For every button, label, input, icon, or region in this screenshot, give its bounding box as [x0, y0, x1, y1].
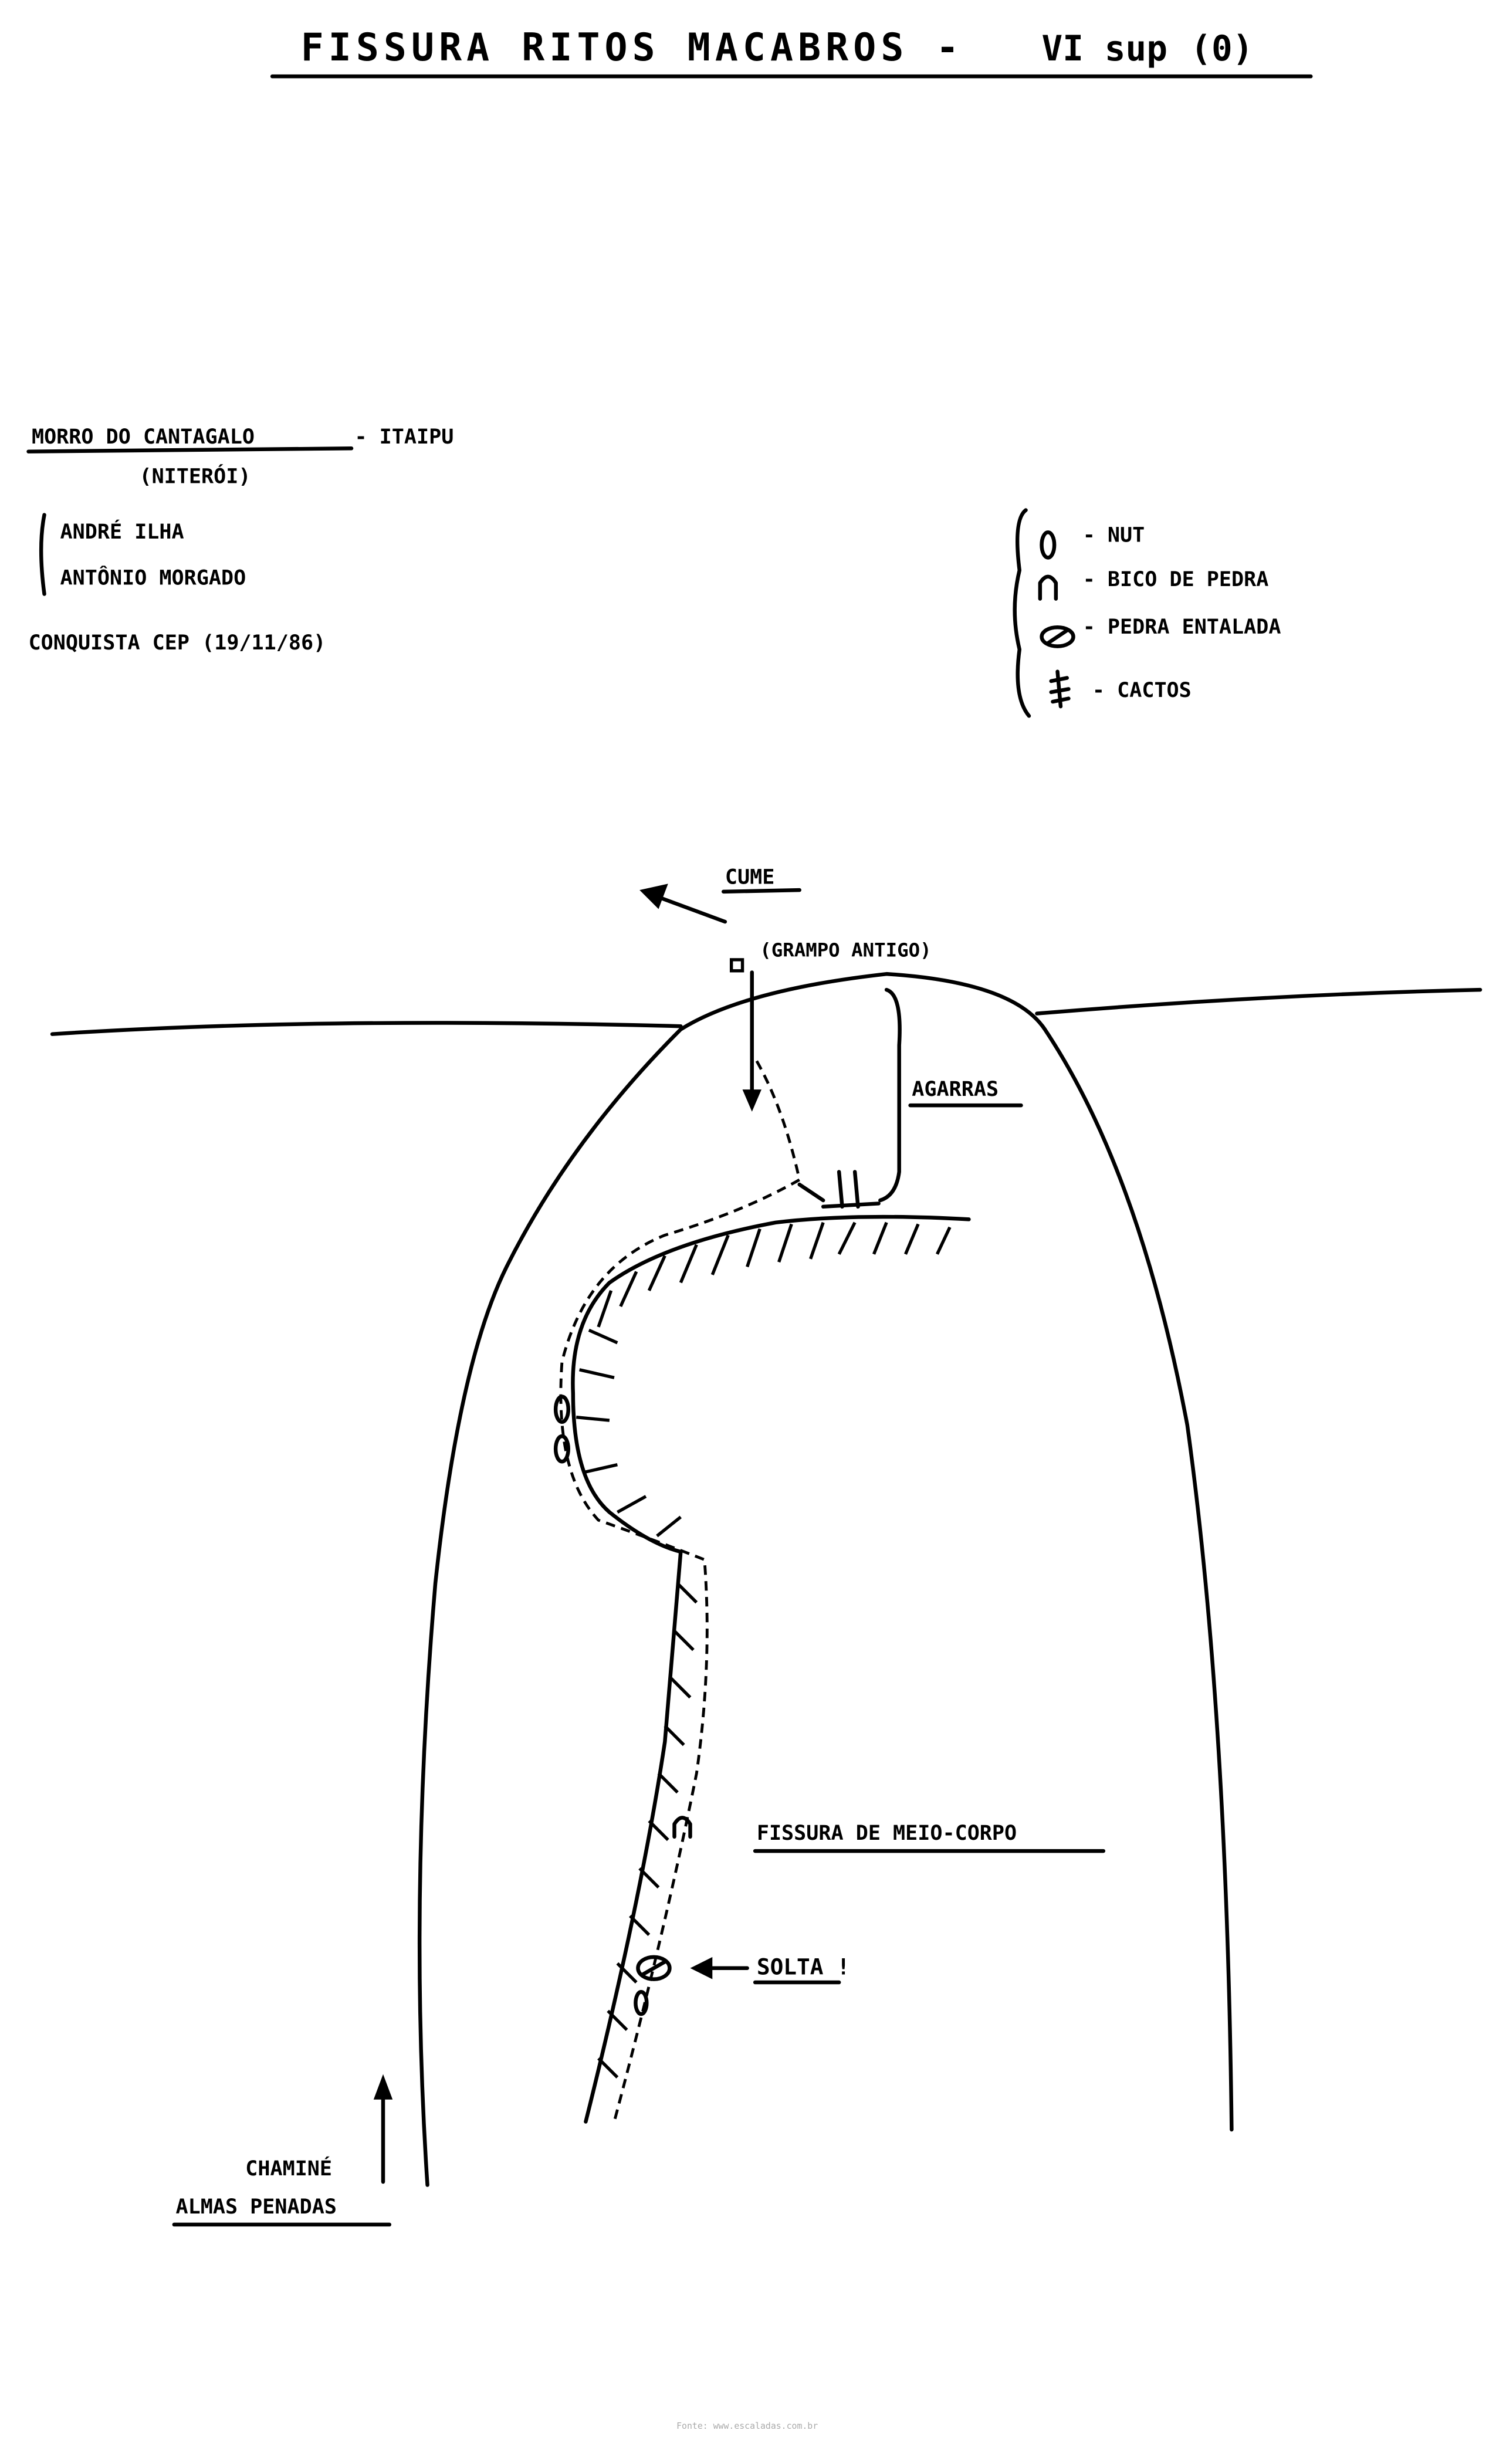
- legend-chockstone: - PEDRA ENTALADA: [1083, 615, 1281, 639]
- rock-horn-icon: [672, 1816, 692, 1839]
- chimney-label-2: ALMAS PENADAS: [176, 2195, 337, 2219]
- climber-2: ANTÔNIO MORGADO: [60, 565, 246, 590]
- nut-icon: [634, 1990, 649, 2016]
- summit-arrow: [650, 893, 727, 924]
- chimney-arrowhead-icon: [373, 2074, 393, 2100]
- legend-nut: - NUT: [1083, 523, 1145, 547]
- horizon-left: [50, 1021, 683, 1036]
- route-grade: VI sup: [1042, 28, 1167, 69]
- holds-label: AGARRAS: [912, 1077, 999, 1101]
- location-underline: [26, 446, 354, 453]
- rock-horn-icon: [1038, 574, 1058, 601]
- old-bolt-label: (GRAMPO ANTIGO): [760, 939, 931, 961]
- ledge-crack: [571, 1214, 971, 1554]
- legend-cactus: - CACTOS: [1092, 678, 1192, 702]
- old-bolt-icon: [729, 958, 744, 973]
- holds-bracket: [878, 987, 902, 1203]
- source-footer: Fonte: www.escaladas.com.br: [676, 2421, 818, 2431]
- climber-1: ANDRÉ ILHA: [60, 519, 184, 544]
- summit-underline: [721, 888, 801, 894]
- cactus-cluster-icon: [797, 1170, 881, 1209]
- chockstone-icon: [1040, 625, 1075, 648]
- summit-arrowhead-icon: [639, 884, 668, 909]
- chockstone-icon-stripe: [641, 1959, 667, 1976]
- first-ascent: CONQUISTA CEP (19/11/86): [29, 631, 326, 655]
- crack-label: FISSURA DE MEIO-CORPO: [757, 1821, 1017, 1845]
- city: (NITERÓI): [139, 464, 251, 489]
- nut-icon: [553, 1434, 570, 1464]
- chimney-label-1: CHAMINÉ: [245, 2156, 332, 2181]
- legend-rock-horn: - BICO DE PEDRA: [1083, 567, 1269, 591]
- loose-label: SOLTA !: [757, 1954, 850, 1980]
- nut-icon: [553, 1395, 570, 1424]
- climbers-bracket: [39, 513, 46, 596]
- location-suffix: - ITAIPU: [354, 425, 453, 449]
- chockstone-icon: [636, 1955, 672, 1981]
- cactus-icon: [1049, 669, 1071, 709]
- ledge-hatching: [576, 1221, 952, 2079]
- rock-dome-outline: [417, 972, 1234, 2187]
- route-title: FISSURA RITOS MACABROS -: [301, 26, 964, 70]
- summit-label: CUME: [725, 865, 774, 889]
- nut-icon: [1040, 530, 1057, 560]
- route-protection: (0): [1190, 28, 1253, 69]
- descent-arrowhead-icon: [742, 1089, 761, 1112]
- location-name: MORRO DO CANTAGALO: [32, 425, 255, 449]
- route-line: [559, 1060, 801, 2123]
- loose-arrowhead-icon: [690, 1957, 713, 1979]
- legend-bracket: [1013, 508, 1031, 718]
- horizon-right: [1035, 987, 1483, 1016]
